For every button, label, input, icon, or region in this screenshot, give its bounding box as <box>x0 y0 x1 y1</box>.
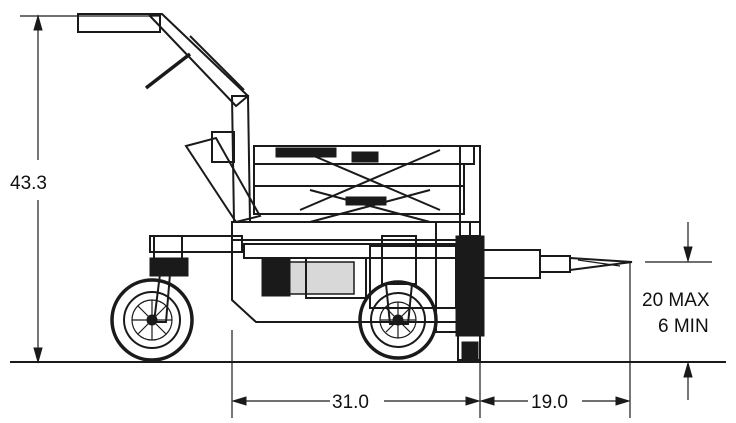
chassis <box>149 221 485 337</box>
tongue-dimension-label: 19.0 <box>531 392 568 413</box>
drawbar <box>479 249 633 279</box>
rear-wheel <box>358 235 438 360</box>
jack-stand <box>457 319 481 361</box>
hitch-height-dimension: 20 MAX 6 MIN <box>642 222 712 400</box>
hitch-min-label: 6 MIN <box>658 316 709 337</box>
push-handle <box>77 12 252 223</box>
cart-illustration <box>77 12 633 362</box>
height-dimension-label: 43.3 <box>10 173 47 194</box>
hitch-max-label: 20 MAX <box>642 290 710 311</box>
front-caster-wheel <box>110 235 194 362</box>
height-dimension: 43.3 <box>10 14 160 364</box>
wheelbase-dimension-label: 31.0 <box>332 392 369 413</box>
tongue-dimension: 19.0 <box>479 262 631 418</box>
upper-frame <box>184 131 481 237</box>
wheelbase-dimension: 31.0 <box>231 330 481 418</box>
